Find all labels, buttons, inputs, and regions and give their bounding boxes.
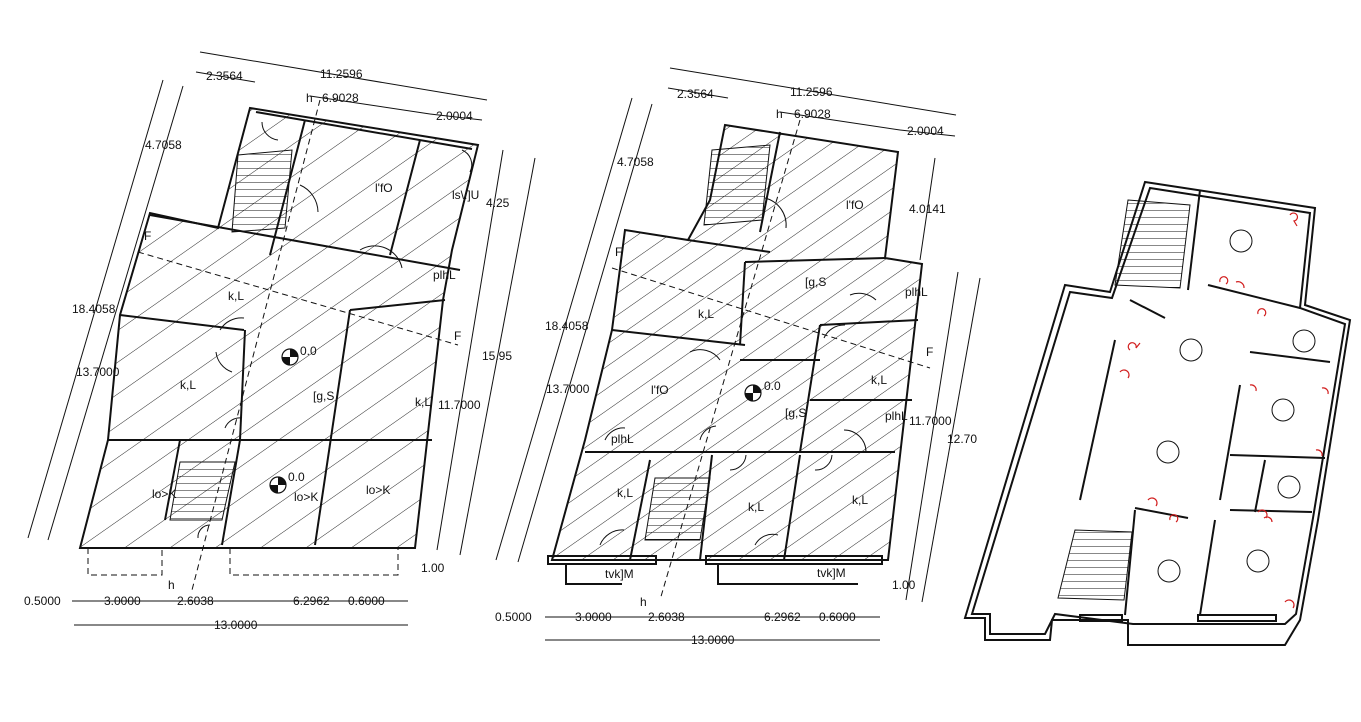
- room-label: k,L: [415, 395, 431, 409]
- dim-text: 6.9028: [322, 91, 359, 105]
- dim-text: 6.2962: [293, 594, 330, 608]
- room-label: l'fO: [846, 198, 864, 212]
- level-marker: [744, 384, 762, 402]
- room-label: tvk]M: [605, 567, 634, 581]
- room-label: lo>K: [366, 483, 390, 497]
- level-marker: [269, 476, 287, 494]
- dim-text: 18.4058: [545, 319, 589, 333]
- dim-text: 3.0000: [575, 610, 612, 624]
- room-label: plhL: [611, 432, 634, 446]
- dim-text: 2.6038: [177, 594, 214, 608]
- dim-text: 13.7000: [76, 365, 120, 379]
- room-label: tvk]M: [817, 566, 846, 580]
- room-label: k,L: [617, 486, 633, 500]
- level-text: 0.0: [288, 470, 305, 484]
- dim-text: 4.25: [486, 196, 510, 210]
- section-mark: h: [776, 107, 783, 121]
- section-mark: F: [926, 345, 933, 359]
- room-label: k,L: [180, 378, 196, 392]
- room-label: [g,S: [785, 406, 806, 420]
- dim-text: 1.00: [421, 561, 445, 575]
- dim-text: 3.0000: [104, 594, 141, 608]
- dim-text: 4.7058: [617, 155, 654, 169]
- switch-socket-icon: [1119, 212, 1329, 609]
- dim-text: 15.95: [482, 349, 512, 363]
- room-label: [g,S: [313, 389, 334, 403]
- room-label: k,L: [228, 289, 244, 303]
- section-mark: h: [640, 595, 647, 609]
- room-label: ls\.]U: [452, 188, 479, 202]
- dim-text: 18.4058: [72, 302, 116, 316]
- room-label: k,L: [871, 373, 887, 387]
- dim-text: 0.6000: [348, 594, 385, 608]
- room-label: lo>K: [294, 490, 318, 504]
- level-text: 0.0: [300, 344, 317, 358]
- section-mark: F: [144, 229, 151, 243]
- dim-text: 11.7000: [909, 414, 952, 428]
- section-mark: F: [454, 329, 461, 343]
- room-label: k,L: [748, 500, 764, 514]
- room-label: [g,S: [805, 275, 826, 289]
- section-mark: F: [615, 245, 622, 259]
- dim-text: 2.6038: [648, 610, 685, 624]
- dim-text: 11.2596: [790, 85, 833, 99]
- level-marker: [281, 348, 299, 366]
- dim-text: 0.5000: [24, 594, 61, 608]
- dim-text: 4.0141: [909, 202, 946, 216]
- room-label: lo>K: [152, 487, 176, 501]
- level-text: 0.0: [764, 379, 781, 393]
- dim-text: 2.3564: [206, 69, 243, 83]
- ceiling-light-icon: [1156, 229, 1316, 583]
- dim-text: 11.2596: [320, 67, 363, 81]
- dim-text: 2.0004: [907, 124, 944, 138]
- dim-text: 11.7000: [438, 398, 481, 412]
- dim-text: 13.0000: [691, 633, 735, 647]
- dim-text: 4.7058: [145, 138, 182, 152]
- section-mark: h: [168, 578, 175, 592]
- room-label: l'fO: [375, 181, 393, 195]
- dim-text: 13.7000: [546, 382, 590, 396]
- plan-left: 11.2596 2.3564 6.9028 2.0004 4.7058 18.4…: [24, 51, 536, 632]
- dim-text: 2.0004: [436, 109, 473, 123]
- dim-text: 1.00: [892, 578, 916, 592]
- dim-text: 13.0000: [214, 618, 258, 632]
- plan-middle: 11.2596 2.3564 6.9028 2.0004 4.7058 18.4…: [495, 67, 981, 647]
- plan-right: [963, 180, 1352, 646]
- room-label: k,L: [698, 307, 714, 321]
- room-label: k,L: [852, 493, 868, 507]
- room-label: plhL: [885, 409, 908, 423]
- room-label: plhL: [905, 285, 928, 299]
- dim-text: 12.70: [947, 432, 977, 446]
- dim-text: 6.2962: [764, 610, 801, 624]
- section-mark: h: [306, 91, 313, 105]
- room-label: l'fO: [651, 383, 669, 397]
- dim-text: 2.3564: [677, 87, 714, 101]
- dim-text: 6.9028: [794, 107, 831, 121]
- dim-text: 0.5000: [495, 610, 532, 624]
- room-label: plhL: [433, 268, 456, 282]
- dim-text: 0.6000: [819, 610, 856, 624]
